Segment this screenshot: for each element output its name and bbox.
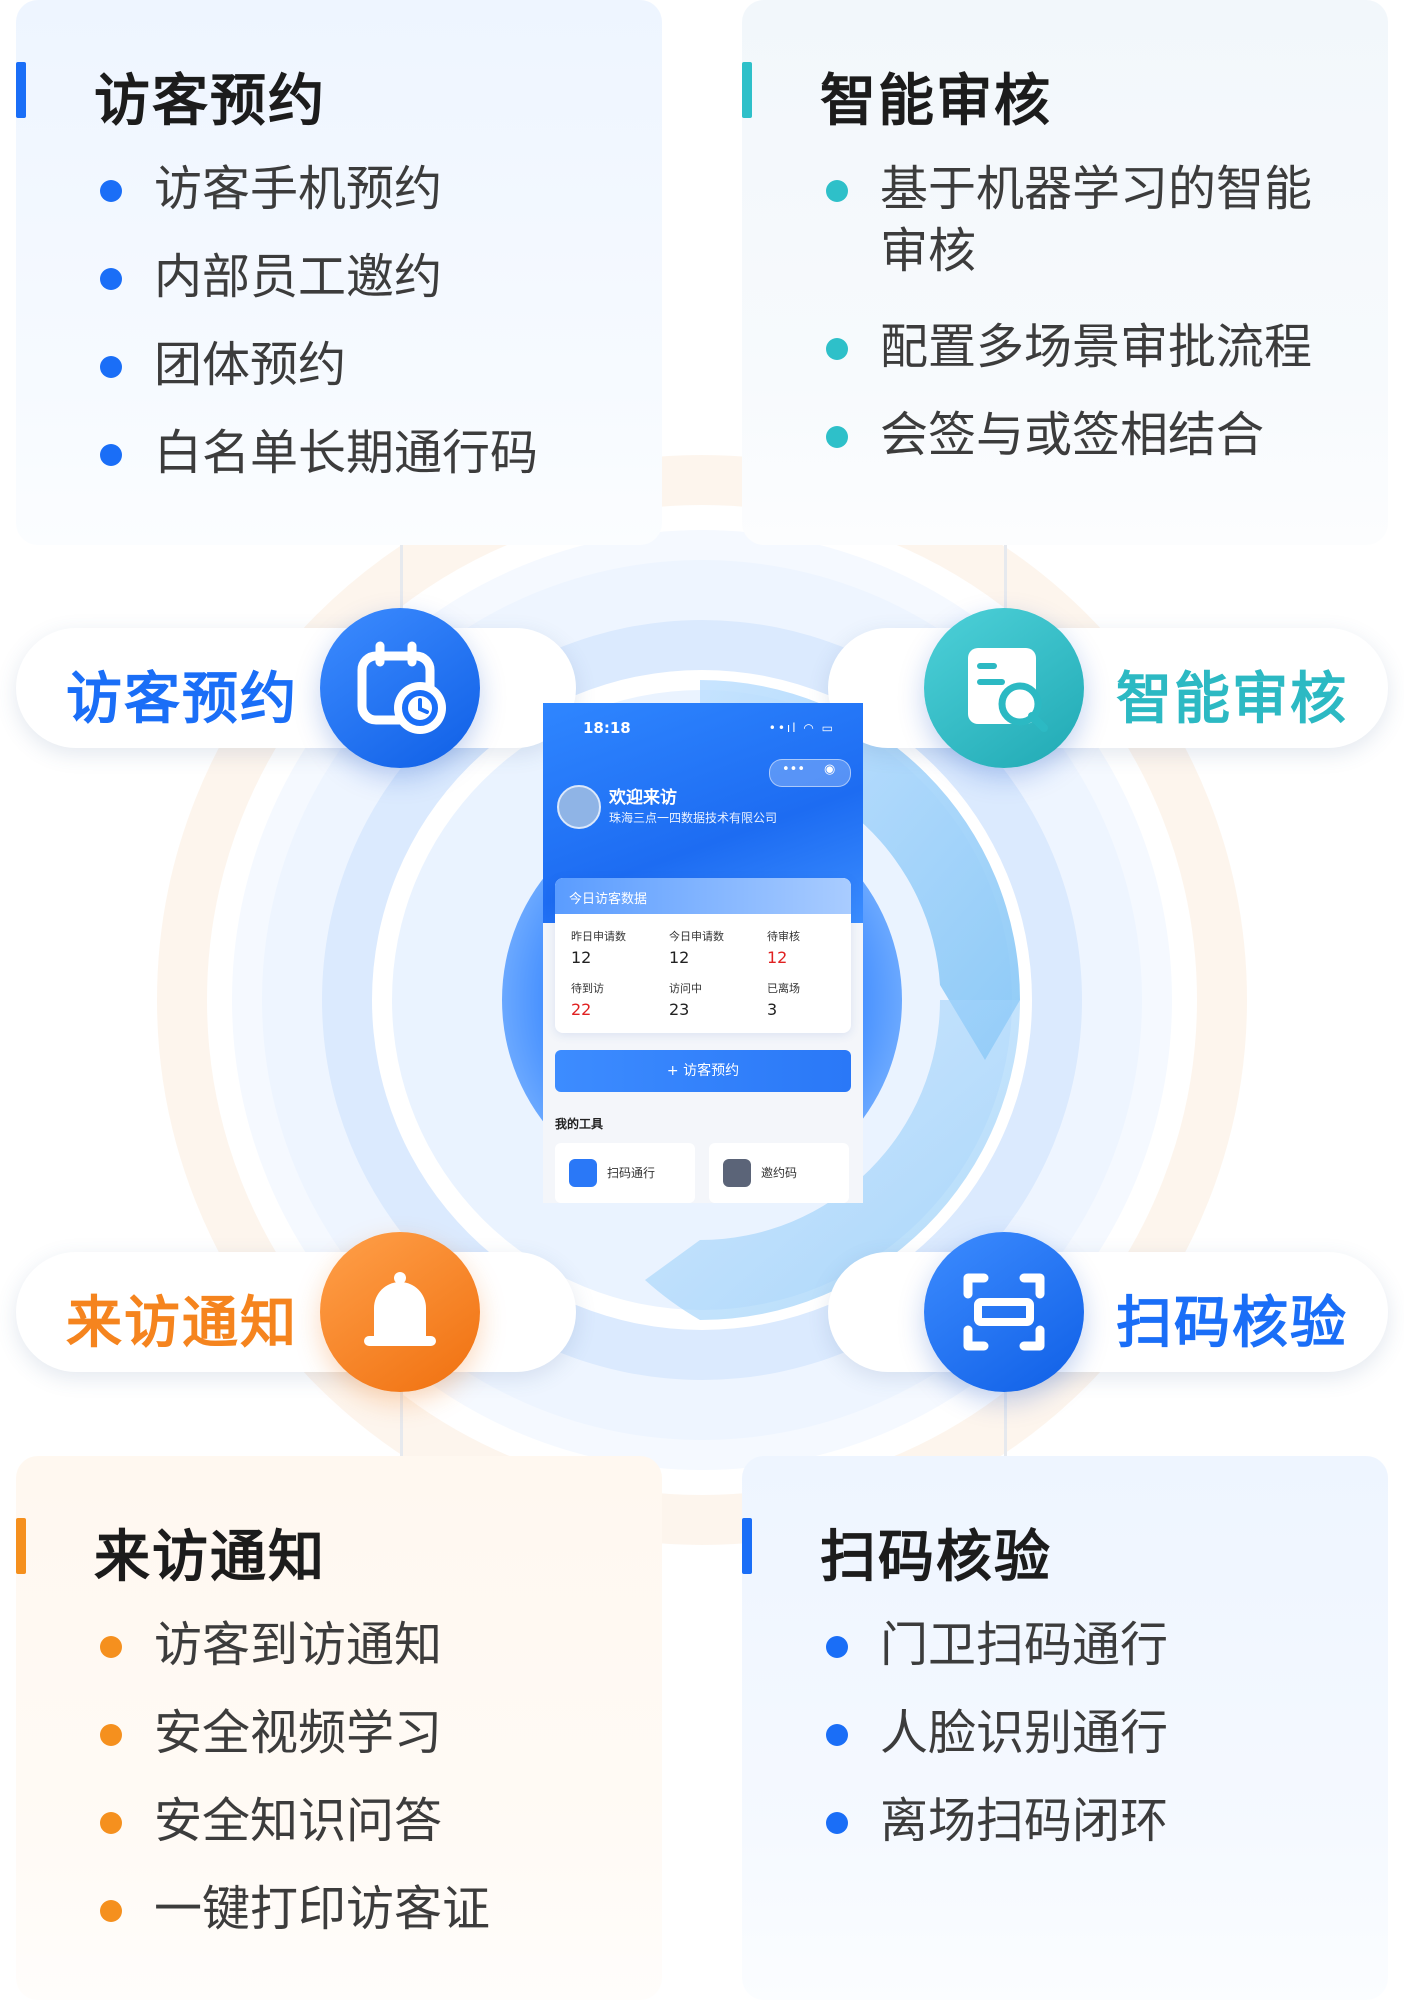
stat-today: 今日申请数 12 (669, 930, 724, 967)
notify-feature-list: 访客到访通知 安全视频学习 安全知识问答 一键打印访客证 (94, 1614, 490, 1966)
review-pill-label: 智能审核 (1116, 667, 1348, 732)
booking-feature-list: 访客手机预约 内部员工邀约 团体预约 白名单长期通行码 (94, 158, 538, 510)
list-item: 离场扫码闭环 (820, 1790, 1168, 1852)
review-card: 智能审核 基于机器学习的智能 审核 配置多场景审批流程 会签与或签相结合 (742, 0, 1388, 545)
list-item: 人脸识别通行 (820, 1702, 1168, 1764)
list-item: 内部员工邀约 (94, 246, 538, 308)
close-target-icon[interactable]: ◉ (824, 762, 836, 777)
phone-mockup: 18:18 ••ıl ◠ ▭ ••• ◉ 欢迎来访 珠海三点一四数据技术有限公司… (543, 703, 863, 1203)
review-pill[interactable]: 智能审核 (828, 628, 1388, 748)
bell-icon[interactable] (320, 1232, 480, 1392)
booking-pill-label: 访客预约 (66, 667, 298, 732)
stat-awaiting-arrival: 待到访 22 (571, 982, 604, 1019)
list-item: 安全视频学习 (94, 1702, 490, 1764)
today-data-title: 今日访客数据 (569, 892, 648, 907)
scan-pill-label: 扫码核验 (1116, 1291, 1348, 1356)
scan-icon (569, 1159, 597, 1187)
document-search-icon[interactable] (924, 608, 1084, 768)
connector-review-top (1004, 545, 1007, 625)
list-item: 访客手机预约 (94, 158, 538, 220)
review-card-title: 智能审核 (820, 69, 1052, 134)
scan-pill[interactable]: 扫码核验 (828, 1252, 1388, 1372)
notify-card-title: 来访通知 (94, 1525, 326, 1590)
notify-pill[interactable]: 来访通知 (16, 1252, 576, 1372)
stat-departed: 已离场 3 (767, 982, 800, 1019)
more-icon[interactable]: ••• (782, 762, 806, 777)
list-item: 基于机器学习的智能 (820, 158, 1312, 220)
scan-card-title: 扫码核验 (820, 1525, 1052, 1590)
phone-time: 18:18 (583, 719, 631, 737)
review-card-accent-bar (742, 62, 752, 118)
welcome-text: 欢迎来访 (609, 788, 677, 808)
scan-frame-icon[interactable] (924, 1232, 1084, 1392)
stat-pending-review: 待审核 12 (767, 930, 800, 967)
connector-notify-bottom (400, 1370, 403, 1456)
list-item: 门卫扫码通行 (820, 1614, 1168, 1676)
list-item: 配置多场景审批流程 (820, 316, 1312, 378)
book-visitor-button[interactable]: + 访客预约 (555, 1050, 851, 1092)
scan-feature-list: 门卫扫码通行 人脸识别通行 离场扫码闭环 (820, 1614, 1168, 1878)
booking-card-accent-bar (16, 62, 26, 118)
avatar (557, 785, 601, 829)
tool-invite-code[interactable]: 邀约码 (709, 1143, 849, 1203)
list-item: 一键打印访客证 (94, 1878, 490, 1940)
connector-scan-bottom (1004, 1370, 1007, 1456)
booking-card: 访客预约 访客手机预约 内部员工邀约 团体预约 白名单长期通行码 (16, 0, 662, 545)
list-item: 访客到访通知 (94, 1614, 490, 1676)
connector-booking-top (400, 545, 403, 625)
list-item: 安全知识问答 (94, 1790, 490, 1852)
notify-pill-label: 来访通知 (66, 1291, 298, 1356)
company-name: 珠海三点一四数据技术有限公司 (609, 811, 778, 825)
qrcode-icon (723, 1159, 751, 1187)
today-data-card: 今日访客数据 昨日申请数 12 今日申请数 12 待审核 12 待到访 22 访… (555, 878, 851, 1033)
stat-yesterday: 昨日申请数 12 (571, 930, 626, 967)
scan-card-accent-bar (742, 1518, 752, 1574)
stat-visiting: 访问中 23 (669, 982, 702, 1019)
calendar-clock-icon[interactable] (320, 608, 480, 768)
notify-card: 来访通知 访客到访通知 安全视频学习 安全知识问答 一键打印访客证 (16, 1456, 662, 2000)
booking-card-title: 访客预约 (94, 69, 326, 134)
list-item: 团体预约 (94, 334, 538, 396)
notify-card-accent-bar (16, 1518, 26, 1574)
phone-status-icons: ••ıl ◠ ▭ (768, 721, 835, 735)
list-item: 会签与或签相结合 (820, 404, 1312, 466)
list-item: 白名单长期通行码 (94, 422, 538, 484)
list-item: 审核 (880, 223, 977, 279)
scan-card: 扫码核验 门卫扫码通行 人脸识别通行 离场扫码闭环 (742, 1456, 1388, 2000)
review-feature-list: 基于机器学习的智能 审核 配置多场景审批流程 会签与或签相结合 (820, 158, 1312, 492)
booking-pill[interactable]: 访客预约 (16, 628, 576, 748)
tool-scan-pass[interactable]: 扫码通行 (555, 1143, 695, 1203)
my-tools-title: 我的工具 (555, 1117, 604, 1131)
miniapp-capsule[interactable]: ••• ◉ (769, 759, 851, 787)
today-data-header: 今日访客数据 (555, 878, 851, 914)
